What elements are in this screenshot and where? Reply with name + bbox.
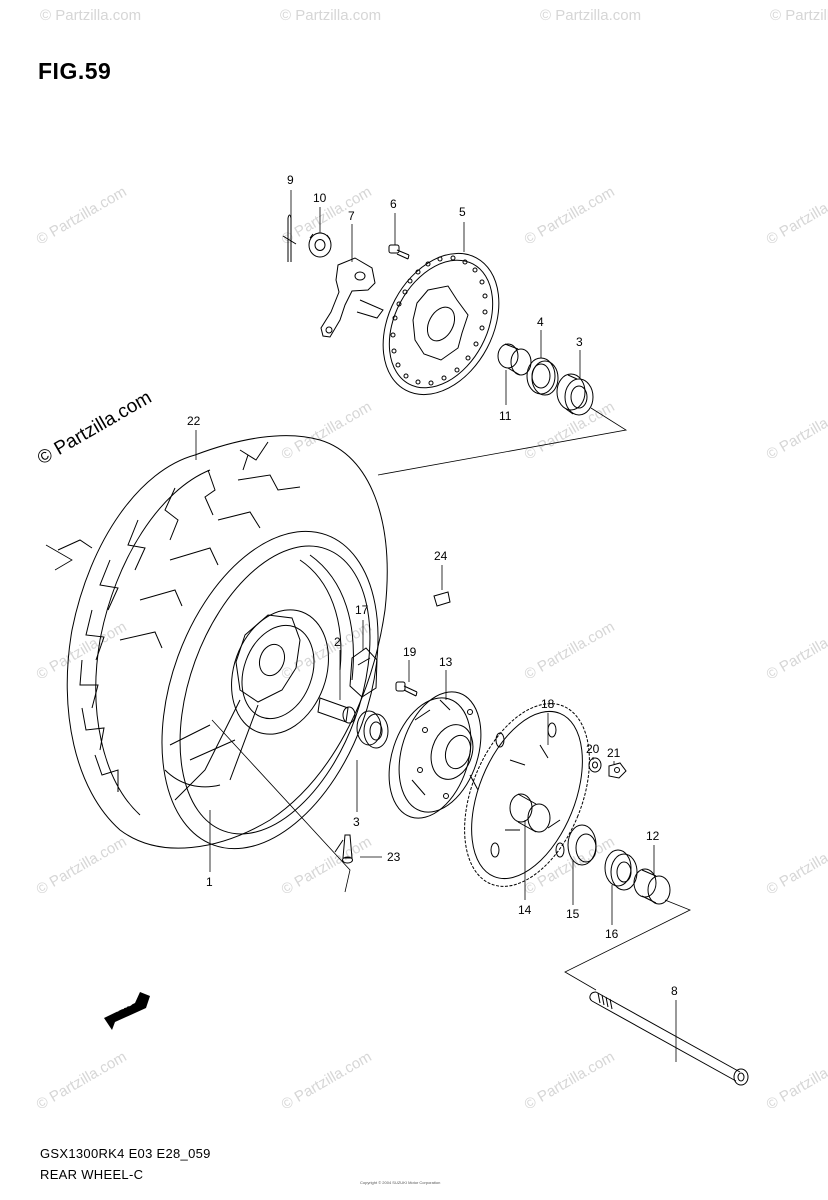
watermark: © Partzilla.com [522, 398, 618, 463]
part-sprocket-bearing [604, 849, 638, 891]
part-sprocket-seal [567, 824, 597, 866]
figure-name: REAR WHEEL-C [40, 1167, 144, 1182]
callout-6: 6 [390, 197, 397, 211]
watermark: © Partzilla.com [522, 183, 618, 248]
callout-24: 24 [434, 549, 448, 563]
callout-4: 4 [537, 315, 544, 329]
callout-5: 5 [459, 205, 466, 219]
part-cush-damper [349, 647, 378, 698]
callout-14: 14 [518, 903, 532, 917]
part-caliper-bracket [320, 257, 384, 338]
part-damper-piece [433, 591, 451, 607]
fwd-arrow-icon: FWD [104, 992, 150, 1030]
watermark: © Partzilla.com [279, 183, 375, 248]
part-valve [334, 834, 353, 864]
part-rear-sprocket [464, 703, 590, 887]
callout-labels: 1 2 3 3 4 5 6 7 8 9 10 11 12 13 14 15 16… [187, 173, 678, 998]
part-bearing [556, 373, 594, 416]
part-sprocket-mounting-drum [388, 691, 482, 819]
callout-7: 7 [348, 209, 355, 223]
callout-15: 15 [566, 907, 580, 921]
part-axle [589, 991, 749, 1086]
copyright-note: Copyright © 2004 SUZUKI Motor Corporatio… [360, 1180, 441, 1185]
part-spacer [497, 343, 532, 376]
part-washer [588, 757, 602, 773]
callout-3-lower: 3 [353, 815, 360, 829]
watermark: © Partzilla.com [764, 833, 828, 898]
callout-21: 21 [607, 746, 621, 760]
callout-3-upper: 3 [576, 335, 583, 349]
watermark: © Partzilla.com [522, 618, 618, 683]
watermark: © Partzilla.com [764, 618, 828, 683]
callout-18: 18 [541, 697, 555, 711]
watermark: © Partzilla.com [34, 183, 130, 248]
part-wheel-spacer [317, 697, 356, 724]
watermark: © Partzilla.com [540, 7, 641, 24]
watermark: © Partzilla.com [522, 833, 618, 898]
callout-20: 20 [586, 742, 600, 756]
callout-17: 17 [355, 603, 369, 617]
watermark: © Partzilla.com [280, 7, 381, 24]
callout-1: 1 [206, 875, 213, 889]
callout-12: 12 [646, 829, 660, 843]
watermark: © Partzilla.com [34, 1048, 130, 1113]
watermark: © Partzilla.com [279, 1048, 375, 1113]
watermark: © Partzilla.com [764, 1048, 828, 1113]
watermark-layer: © Partzilla.com © Partzilla.com © Partzi… [34, 7, 828, 1113]
part-sprocket-nut [608, 762, 627, 779]
watermark: © Partzilla.com [764, 398, 828, 463]
watermark: © Partzilla.com [764, 183, 828, 248]
callout-23: 23 [387, 850, 401, 864]
part-tire [57, 435, 388, 849]
leader-lines [45, 190, 691, 1062]
part-sprocket-bolt [395, 681, 418, 697]
watermark: © Partzilla.com [40, 7, 141, 24]
part-bolt [388, 244, 410, 260]
part-bearing [356, 710, 389, 749]
callout-19: 19 [403, 645, 417, 659]
callout-2: 2 [334, 635, 341, 649]
callout-8: 8 [671, 984, 678, 998]
part-brake-disc [382, 252, 500, 396]
watermark: © Partzilla.com [522, 1048, 618, 1113]
callout-11: 11 [499, 409, 512, 423]
model-code: GSX1300RK4 E03 E28_059 [40, 1146, 211, 1161]
callout-16: 16 [605, 927, 619, 941]
part-wheel-rim [161, 530, 379, 850]
part-oil-seal [526, 357, 559, 396]
watermark: © Partzilla.com [34, 618, 130, 683]
watermark-primary: © Partzilla.com [34, 387, 155, 469]
watermark: © Partzilla.com [279, 833, 375, 898]
watermark: © Partzilla.com [770, 7, 828, 24]
part-sleeve [509, 793, 551, 833]
part-collar [633, 868, 671, 905]
watermark: © Partzilla.com [34, 833, 130, 898]
watermark: © Partzilla.com [279, 398, 375, 463]
part-castle-nut [308, 232, 332, 258]
figure-title: FIG.59 [38, 58, 112, 84]
callout-13: 13 [439, 655, 453, 669]
callout-9: 9 [287, 173, 294, 187]
callout-10: 10 [313, 191, 327, 205]
callout-22: 22 [187, 414, 201, 428]
